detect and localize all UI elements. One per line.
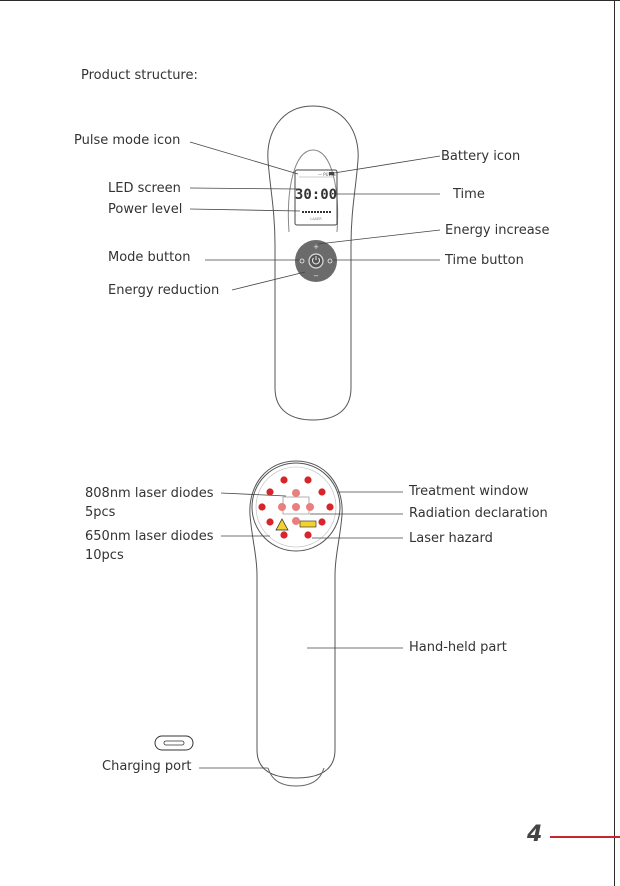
- charging-end-bulge: [267, 767, 325, 787]
- diode-650nm: [266, 518, 274, 526]
- page-heading: Product structure:: [81, 68, 198, 83]
- diode-808nm: [278, 503, 286, 511]
- label-650nm-count: 10pcs: [85, 548, 124, 563]
- diode-650nm: [304, 531, 312, 539]
- power-button[interactable]: [308, 253, 324, 269]
- charging-port-icon: [154, 735, 194, 751]
- label-energy-increase: Energy increase: [445, 223, 550, 238]
- page-accent-bar: [550, 836, 620, 838]
- device-back-outline: [249, 460, 343, 779]
- svg-text:LASER: LASER: [310, 217, 322, 221]
- diode-650nm: [318, 518, 326, 526]
- label-hand-held-part: Hand-held part: [409, 640, 507, 655]
- battery-glyph: [329, 172, 334, 175]
- mode-button[interactable]: [299, 258, 305, 264]
- device-front: — PULSE 30:00 LASER + −: [189, 105, 441, 421]
- label-charging-port: Charging port: [102, 759, 192, 774]
- label-treatment-window: Treatment window: [409, 484, 529, 499]
- label-time-button: Time button: [445, 253, 524, 268]
- diode-808nm: [292, 517, 300, 525]
- power-icon: [312, 257, 320, 265]
- label-808nm-count: 5pcs: [85, 505, 116, 520]
- diode-group: [258, 476, 334, 539]
- label-650nm-diodes: 650nm laser diodes: [85, 529, 214, 544]
- diode-808nm: [306, 503, 314, 511]
- diode-808nm: [292, 503, 300, 511]
- device-front-outline: [267, 105, 359, 421]
- diode-650nm: [280, 531, 288, 539]
- pulse-mode-glyph: — PULSE: [318, 172, 336, 177]
- treatment-window: [251, 462, 341, 552]
- page-number: 4: [527, 822, 543, 847]
- label-mode-button: Mode button: [108, 250, 191, 265]
- label-battery-icon: Battery icon: [441, 149, 521, 164]
- device-back: [154, 460, 403, 787]
- label-energy-reduction: Energy reduction: [108, 283, 220, 298]
- diode-650nm: [258, 503, 266, 511]
- screen-time-readout: 30:00: [295, 187, 337, 203]
- laser-label-sticker: [299, 520, 317, 528]
- time-button[interactable]: [327, 258, 333, 264]
- diode-650nm: [326, 503, 334, 511]
- label-power-level: Power level: [108, 202, 183, 217]
- back-leader-lines: [199, 491, 403, 769]
- label-led-screen: LED screen: [108, 181, 181, 196]
- label-radiation-declaration: Radiation declaration: [409, 506, 548, 521]
- laser-hazard-icon: [275, 518, 289, 531]
- energy-increase-button[interactable]: +: [313, 243, 319, 251]
- diode-650nm: [280, 476, 288, 484]
- diode-808nm: [292, 489, 300, 497]
- label-pulse-mode-icon: Pulse mode icon: [74, 133, 181, 148]
- front-leader-lines: [189, 141, 441, 291]
- diode-650nm: [266, 488, 274, 496]
- energy-reduction-button[interactable]: −: [313, 272, 319, 280]
- label-808nm-diodes: 808nm laser diodes: [85, 486, 214, 501]
- right-border: [614, 0, 615, 886]
- label-time: Time: [453, 187, 485, 202]
- diode-650nm: [304, 476, 312, 484]
- diode-650nm: [318, 488, 326, 496]
- label-laser-hazard: Laser hazard: [409, 531, 493, 546]
- led-screen-frame: [294, 169, 338, 226]
- top-border: [0, 0, 620, 1]
